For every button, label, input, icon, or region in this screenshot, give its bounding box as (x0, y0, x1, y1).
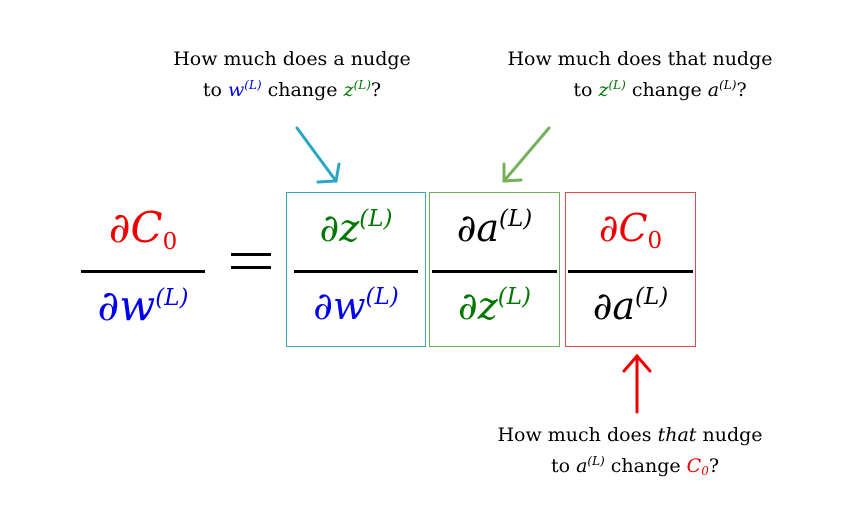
fraction2-numerator: ∂a(L) (429, 206, 560, 250)
annotation-w-to-z-post: ? (370, 79, 382, 101)
annotation-z-to-a-mid: change (625, 79, 708, 101)
green-arrow (502, 126, 551, 183)
lhs-fraction-bar (81, 270, 205, 273)
fraction3-numerator: ∂C0 (565, 206, 696, 253)
annotation-a-to-c-line1: How much does that nudge (470, 420, 790, 451)
frac2-den-partial: ∂ (458, 284, 478, 328)
annotation-a-to-c-mid: change (604, 455, 687, 477)
teal-arrow (295, 126, 341, 184)
annotation-a-to-c-var2: C0 (687, 455, 709, 477)
annotation-c-subscript: 0 (701, 464, 709, 478)
annotation-a-to-c: How much does that nudge to a(L) change … (470, 420, 790, 482)
frac1-num-superscript: (L) (359, 206, 393, 232)
annotation-z-to-a: How much does that nudge to z(L) change … (480, 44, 800, 106)
annotation-a-to-c-line1-pre: How much does (497, 424, 658, 446)
annotation-z-to-a-var2: a(L) (708, 79, 737, 101)
frac2-num-partial: ∂ (456, 206, 477, 250)
frac1-den-superscript: (L) (365, 284, 399, 310)
frac2-den-z: z (477, 284, 498, 328)
equals-bar-top (231, 253, 271, 256)
equals-bar-bottom (231, 266, 271, 269)
annotation-w-to-z-var1: w(L) (228, 79, 262, 101)
box-dz-dw (286, 192, 426, 347)
lhs-den-superscript: (L) (155, 285, 189, 311)
fraction1-denominator: ∂w(L) (291, 284, 421, 328)
fraction2-denominator: ∂z(L) (429, 284, 560, 328)
fraction2-bar (432, 270, 557, 273)
annotation-z-to-a-line1: How much does that nudge (507, 48, 773, 70)
frac3-den-superscript: (L) (635, 284, 669, 310)
box-da-dz (429, 192, 560, 347)
annotation-a-to-c-var1: a(L) (576, 455, 605, 477)
frac1-num-partial: ∂ (319, 206, 340, 250)
frac3-den-a: a (612, 284, 636, 328)
annotation-z-to-a-pre: to (573, 79, 599, 101)
frac3-num-partial: ∂ (598, 206, 619, 250)
annotation-w-superscript: (L) (244, 78, 262, 92)
annotation-a-to-c-line1-post: nudge (696, 424, 763, 446)
annotation-z-symbol: z (343, 79, 354, 101)
annotation-z2-superscript: (L) (608, 78, 626, 92)
lhs-num-c: C (130, 203, 163, 252)
annotation-w-to-z-line1: How much does a nudge (173, 48, 411, 70)
lhs-num-subscript: 0 (162, 229, 178, 255)
annotation-a-to-c-emphasis: that (657, 424, 697, 446)
lhs-denominator: ∂w(L) (78, 284, 208, 328)
annotation-w-to-z-var2: z(L) (344, 79, 371, 101)
annotation-a-superscript: (L) (719, 78, 737, 92)
fraction3-denominator: ∂a(L) (565, 284, 696, 328)
fraction3-bar (568, 270, 693, 273)
fraction1-bar (294, 270, 418, 273)
annotation-a-to-c-pre: to (550, 455, 577, 477)
annotation-a2-superscript: (L) (587, 454, 605, 468)
annotation-z-to-a-line2: to z(L) change a(L)? (480, 75, 800, 106)
red-arrow (622, 353, 652, 414)
annotation-a-to-c-line2: to a(L) change C0? (470, 451, 790, 482)
annotation-a-symbol: a (707, 79, 720, 101)
annotation-w-to-z-line2: to w(L) change z(L)? (152, 75, 432, 106)
lhs-numerator: ∂C0 (78, 203, 208, 254)
annotation-z2-symbol: z (598, 79, 609, 101)
box-dc-da (565, 192, 696, 347)
annotation-a-to-c-post: ? (708, 455, 720, 477)
equals-sign (231, 246, 271, 276)
annotation-z-to-a-post: ? (736, 79, 747, 101)
frac2-den-superscript: (L) (497, 284, 531, 310)
lhs-num-partial: ∂ (108, 203, 131, 252)
annotation-w-to-z: How much does a nudge to w(L) change z(L… (152, 44, 432, 106)
frac1-den-partial: ∂ (313, 284, 333, 328)
lhs-den-w: w (119, 281, 156, 330)
lhs-den-partial: ∂ (97, 281, 120, 330)
fraction1-numerator: ∂z(L) (291, 206, 421, 250)
annotation-z-to-a-var1: z(L) (598, 79, 625, 101)
annotation-z-superscript: (L) (353, 78, 371, 92)
annotation-w-to-z-pre: to (202, 79, 229, 101)
frac3-num-subscript: 0 (647, 228, 663, 254)
annotation-w-to-z-mid: change (261, 79, 344, 101)
frac2-num-a: a (476, 206, 500, 250)
frac1-num-z: z (339, 206, 360, 250)
annotation-c-symbol: C (686, 455, 702, 477)
frac2-num-superscript: (L) (499, 206, 533, 232)
frac3-den-partial: ∂ (592, 284, 613, 328)
frac3-num-c: C (618, 206, 648, 250)
annotation-w-symbol: w (228, 79, 245, 101)
annotation-a2-symbol: a (576, 455, 588, 477)
frac1-den-w: w (332, 284, 366, 328)
